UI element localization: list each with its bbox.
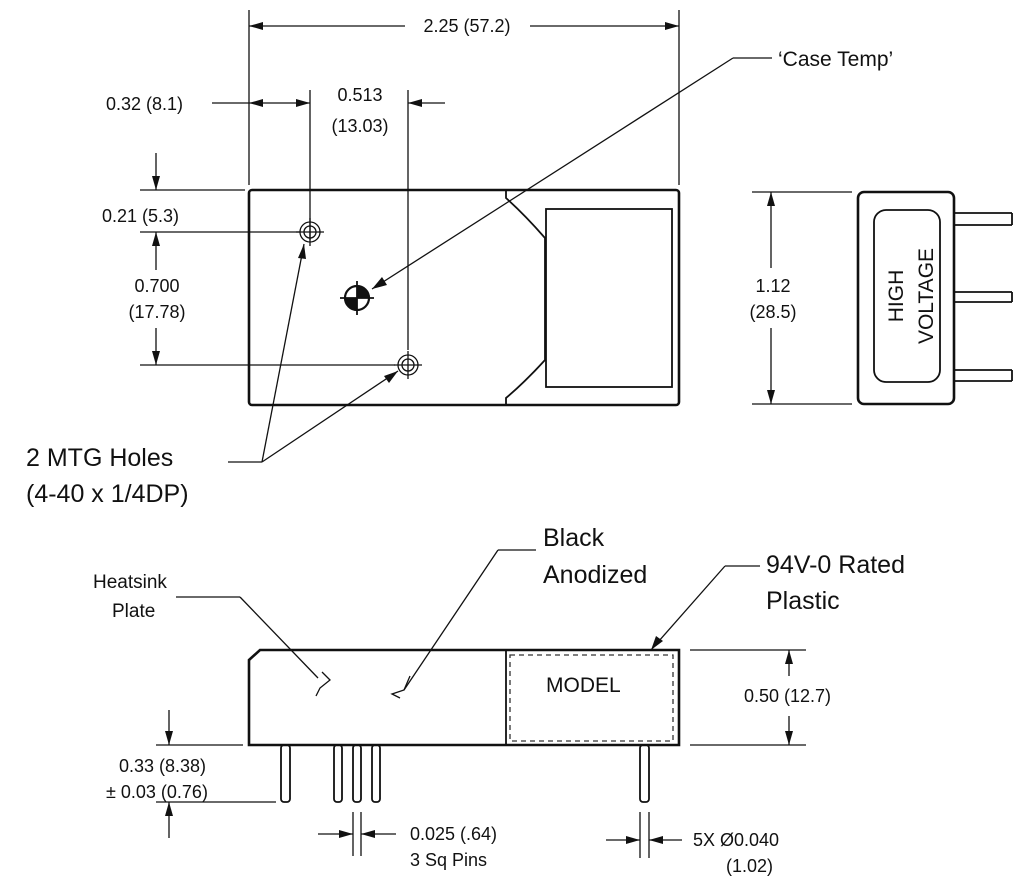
case-temp-symbol (340, 281, 374, 315)
side-view-pin-3 (352, 744, 362, 803)
side-view: MODEL Heatsink Plate Black Anodized (93, 524, 905, 876)
end-view-pin-bottom (954, 369, 1013, 382)
end-view-body (856, 190, 956, 406)
end-view-label-2: VOLTAGE (915, 248, 938, 344)
dim-height-label: 0.50 (12.7) (744, 686, 831, 706)
dim-width-label-1: 1.12 (755, 276, 790, 296)
top-view-plastic-section (505, 190, 546, 405)
dim-hole-spacing-y-label-2: (17.78) (128, 302, 185, 322)
side-view-model-box (509, 654, 674, 742)
side-view-pin-5 (639, 744, 650, 803)
anodized-label-1: Black (543, 524, 605, 552)
dim-hole-offset-y-label: 0.21 (5.3) (102, 206, 179, 226)
dim-hole-offset-x-label: 0.32 (8.1) (106, 94, 183, 114)
case-temp-label: ‘Case Temp’ (778, 48, 893, 71)
end-view-pin-top (954, 212, 1013, 226)
top-view: 2.25 (57.2) 0.32 (8.1) 0.513 (13.03) 0.2… (26, 10, 893, 508)
plastic-label-2: Plastic (766, 587, 840, 615)
mtg-holes-label-2: (4-40 x 1/4DP) (26, 480, 189, 508)
dim-round-pins-label-2: (1.02) (726, 856, 773, 876)
side-view-pin-4 (371, 744, 381, 803)
dim-length-label: 2.25 (57.2) (423, 16, 510, 36)
dim-hole-spacing-y-label-1: 0.700 (134, 276, 179, 296)
end-view-label-panel (873, 209, 941, 383)
dim-hole-spacing-x-label-2: (13.03) (331, 116, 388, 136)
mounting-hole-2 (394, 351, 422, 379)
heatsink-label-2: Plate (112, 601, 155, 622)
end-view: HIGH VOLTAGE 1.12 (28.5) (749, 190, 1013, 406)
dim-sq-pins-label-2: 3 Sq Pins (410, 850, 487, 870)
side-view-body (247, 648, 681, 747)
end-view-pin-middle (954, 291, 1013, 303)
anodized-label-2: Anodized (543, 561, 647, 589)
top-view-body (247, 188, 681, 407)
end-view-label-1: HIGH (885, 270, 908, 323)
dim-pin-length-label-2: ± 0.03 (0.76) (106, 782, 208, 802)
mounting-hole-1 (296, 218, 324, 246)
top-view-label-window (545, 208, 673, 388)
mtg-holes-label-1: 2 MTG Holes (26, 444, 173, 472)
heatsink-label-1: Heatsink (93, 572, 167, 593)
dim-hole-spacing-x-label-1: 0.513 (337, 85, 382, 105)
plastic-label-1: 94V-0 Rated (766, 551, 905, 579)
side-view-pin-1 (280, 744, 291, 803)
dim-pin-length-label-1: 0.33 (8.38) (119, 756, 206, 776)
side-view-pin-2 (333, 744, 343, 803)
model-label: MODEL (546, 674, 621, 697)
dim-round-pins-label-1: 5X Ø0.040 (693, 830, 779, 850)
dim-width-label-2: (28.5) (749, 302, 796, 322)
dim-sq-pins-label-1: 0.025 (.64) (410, 824, 497, 844)
